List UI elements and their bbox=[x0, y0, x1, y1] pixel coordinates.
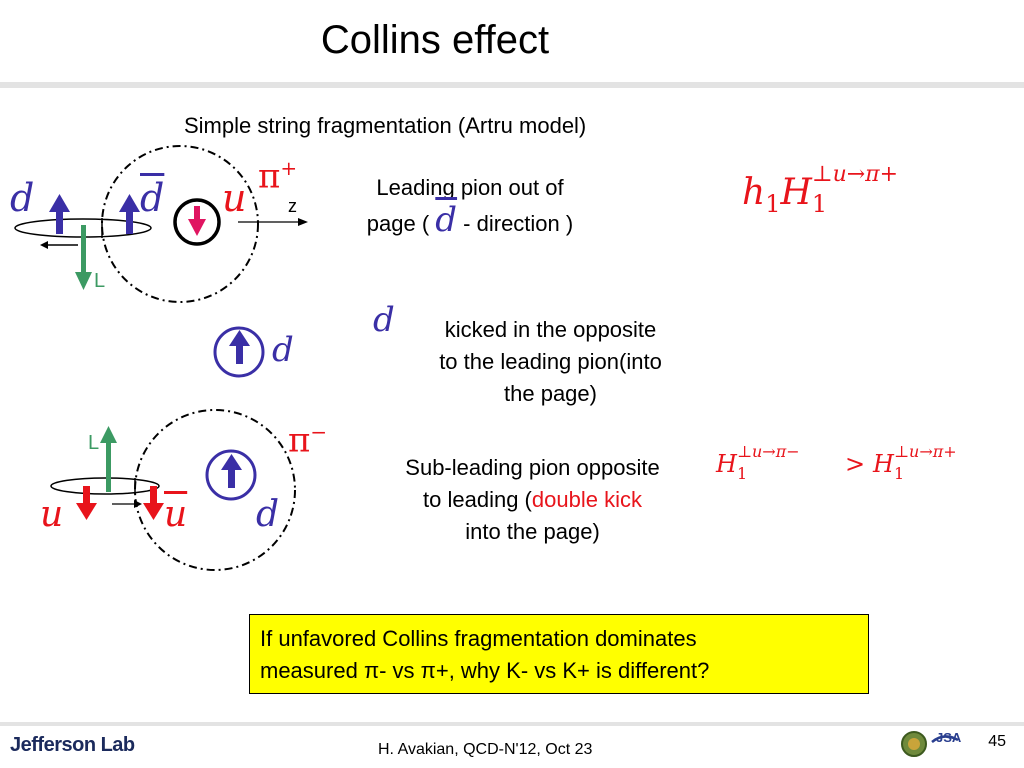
dbar-spin-arrowhead bbox=[119, 194, 140, 212]
orbital-direction-arrowhead-top bbox=[40, 241, 48, 249]
bottom-spin-arrowhead bbox=[221, 454, 242, 470]
leading-pion-text: Leading pion out of page ( d - direction… bbox=[366, 175, 574, 240]
jsa-logo: JSA bbox=[936, 730, 962, 745]
footer-citation: H. Avakian, QCD-N'12, Oct 23 bbox=[378, 741, 593, 758]
dbar-quark-label: d bbox=[140, 176, 165, 220]
ubar-quark-label: u bbox=[164, 494, 188, 535]
jsa-swoosh-icon bbox=[931, 735, 959, 743]
d-quark-spin-shaft bbox=[56, 210, 63, 234]
u-quark-label: u bbox=[222, 176, 247, 220]
middle-d-label: d bbox=[272, 330, 294, 370]
jefferson-lab-logo: Jefferson Lab bbox=[10, 734, 135, 756]
title-divider bbox=[0, 82, 1024, 88]
collins-formula-bottom: H ⊥u→π− 1 >H ⊥u→π+ 1 bbox=[716, 442, 957, 483]
orbital-L-arrowhead-top bbox=[75, 272, 92, 290]
u-quark-spin-arrowhead-bottom bbox=[76, 503, 97, 520]
page-number: 45 bbox=[988, 733, 1006, 750]
orbital-ellipse-bottom bbox=[50, 477, 160, 495]
orbital-L-label-top: L bbox=[94, 270, 106, 292]
u-quark-spin-shaft bbox=[194, 206, 200, 222]
u-quark-label-bottom: u bbox=[40, 494, 64, 535]
orbital-L-shaft-top bbox=[81, 225, 86, 275]
pi-plus-label: π+ bbox=[258, 156, 298, 197]
ubar-spin-arrowhead bbox=[143, 503, 164, 520]
slide-title: Collins effect bbox=[320, 18, 550, 62]
z-axis-label: z bbox=[288, 196, 297, 216]
string-breaking-circle-top bbox=[101, 145, 259, 303]
d-quark-spin-arrowhead bbox=[49, 194, 70, 212]
ubar-spin-shaft bbox=[150, 486, 157, 506]
middle-spin-arrowhead bbox=[229, 330, 250, 346]
d-quark-label-bottom: d bbox=[256, 494, 280, 535]
footer-logos bbox=[901, 731, 959, 757]
z-axis-arrowhead bbox=[298, 218, 308, 226]
subtitle: Simple string fragmentation (Artru model… bbox=[184, 113, 587, 138]
bottom-spin-shaft bbox=[228, 468, 235, 488]
dbar-inline: d bbox=[435, 200, 458, 240]
middle-spin-shaft bbox=[236, 344, 243, 364]
orbital-L-arrowhead-bottom bbox=[100, 426, 117, 443]
subleading-text: Sub-leading pion opposite to leading (do… bbox=[405, 455, 660, 544]
kicked-d-symbol: d bbox=[373, 300, 395, 340]
orbital-direction-arrowhead-bottom bbox=[134, 500, 142, 508]
u-quark-spin-shaft-bottom bbox=[83, 486, 90, 506]
dbar-spin-shaft bbox=[126, 210, 133, 234]
double-kick-highlight: double kick bbox=[531, 487, 642, 512]
d-quark-label: d bbox=[10, 176, 35, 220]
orbital-L-label-bottom: L bbox=[88, 432, 100, 454]
kicked-text: kicked in the opposite to the leading pi… bbox=[439, 317, 662, 406]
pi-minus-label: π− bbox=[288, 420, 328, 461]
footer-divider bbox=[0, 722, 1024, 726]
orbital-L-shaft-bottom bbox=[106, 440, 111, 492]
question-callout: If unfavored Collins fragmentation domin… bbox=[249, 614, 869, 694]
string-breaking-circle-bottom bbox=[134, 409, 296, 571]
collins-formula-top: h1H ⊥u→π+ 1 bbox=[742, 162, 899, 219]
u-quark-spin-arrowhead bbox=[188, 219, 206, 236]
